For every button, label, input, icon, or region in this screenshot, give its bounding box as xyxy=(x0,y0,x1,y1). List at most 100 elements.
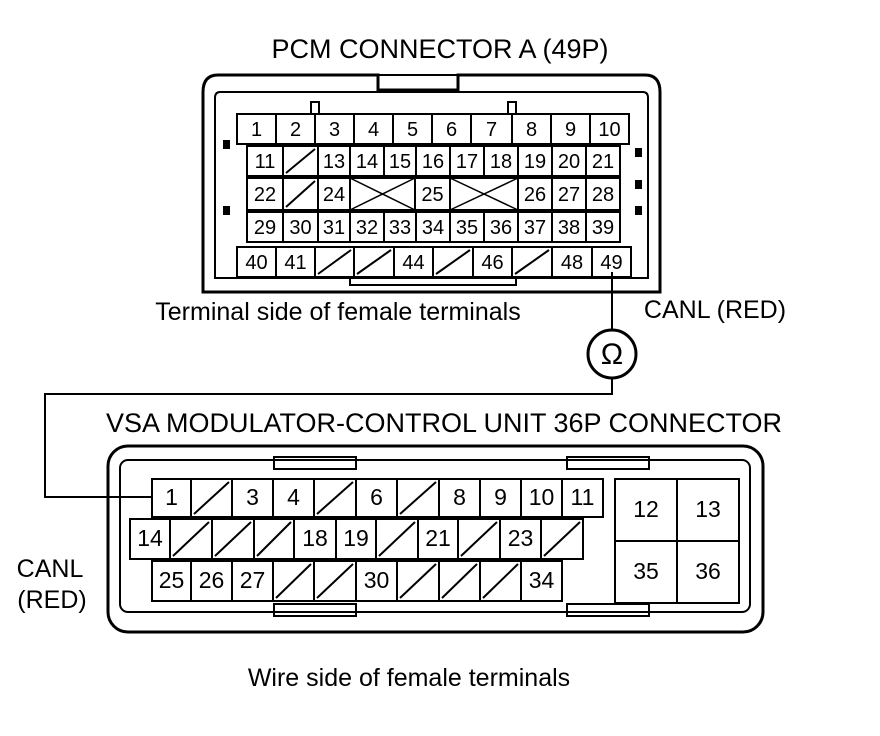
pcm-terminal-blank xyxy=(314,246,355,278)
pcm-terminal-30: 30 xyxy=(282,211,319,243)
svg-text:20: 20 xyxy=(558,151,580,173)
svg-text:31: 31 xyxy=(323,217,345,239)
vsa-terminal-14: 14 xyxy=(129,518,171,560)
svg-text:7: 7 xyxy=(486,119,497,141)
pcm-terminal-28: 28 xyxy=(585,177,621,211)
vsa-terminal-30: 30 xyxy=(355,560,398,602)
svg-text:3: 3 xyxy=(246,484,259,510)
svg-text:8: 8 xyxy=(453,484,466,510)
svg-text:35: 35 xyxy=(456,217,478,239)
vsa-terminal-25: 25 xyxy=(151,560,192,602)
pcm-locator-marks xyxy=(223,140,642,215)
svg-text:21: 21 xyxy=(425,525,451,551)
svg-text:29: 29 xyxy=(254,217,276,239)
vsa-terminal-12: 12 xyxy=(614,478,678,542)
pcm-terminal-10: 10 xyxy=(589,113,630,145)
pcm-terminal-38: 38 xyxy=(551,211,587,243)
svg-text:4: 4 xyxy=(368,119,379,141)
svg-text:11: 11 xyxy=(571,484,595,510)
pcm-terminal-18: 18 xyxy=(483,145,519,177)
pcm-terminal-31: 31 xyxy=(317,211,351,243)
svg-text:4: 4 xyxy=(287,484,300,510)
vsa-terminal-blank xyxy=(272,560,315,602)
pcm-terminal-20: 20 xyxy=(551,145,587,177)
pcm-terminal-11: 11 xyxy=(246,145,284,177)
pcm-terminal-blank xyxy=(353,246,395,278)
vsa-connector-housing xyxy=(106,444,765,634)
pcm-terminal-blank xyxy=(282,177,319,211)
pcm-terminal-1: 1 xyxy=(236,113,277,145)
pcm-terminal-25: 25 xyxy=(414,177,451,211)
svg-text:10: 10 xyxy=(529,484,555,510)
svg-text:27: 27 xyxy=(558,184,580,206)
svg-text:33: 33 xyxy=(389,217,411,239)
pcm-terminal-49: 49 xyxy=(591,246,632,278)
svg-text:24: 24 xyxy=(323,184,345,206)
svg-text:27: 27 xyxy=(240,567,266,593)
vsa-terminal-blank xyxy=(190,478,233,518)
vsa-terminal-13: 13 xyxy=(676,478,740,542)
svg-text:14: 14 xyxy=(356,151,378,173)
ohmmeter-icon: Ω xyxy=(586,328,638,380)
pcm-terminal-17: 17 xyxy=(449,145,485,177)
svg-text:1: 1 xyxy=(251,119,262,141)
pcm-terminal-blank xyxy=(449,177,519,211)
svg-text:3: 3 xyxy=(329,119,340,141)
vsa-terminal-6: 6 xyxy=(355,478,398,518)
canl-left-label: CANL xyxy=(17,555,84,583)
pcm-terminal-37: 37 xyxy=(517,211,553,243)
pcm-terminal-44: 44 xyxy=(393,246,434,278)
svg-text:8: 8 xyxy=(526,119,537,141)
vsa-terminal-19: 19 xyxy=(335,518,377,560)
pcm-terminal-15: 15 xyxy=(383,145,417,177)
vsa-terminal-36: 36 xyxy=(676,540,740,604)
svg-text:16: 16 xyxy=(422,151,444,173)
svg-text:34: 34 xyxy=(422,217,444,239)
pcm-terminal-3: 3 xyxy=(314,113,355,145)
vsa-terminal-8: 8 xyxy=(438,478,481,518)
vsa-terminal-blank xyxy=(313,560,357,602)
svg-text:9: 9 xyxy=(565,119,576,141)
svg-text:38: 38 xyxy=(558,217,580,239)
vsa-terminal-1: 1 xyxy=(151,478,192,518)
vsa-caption: Wire side of female terminals xyxy=(248,664,570,692)
vsa-terminal-18: 18 xyxy=(293,518,337,560)
vsa-terminal-34: 34 xyxy=(520,560,563,602)
pcm-terminal-34: 34 xyxy=(415,211,451,243)
vsa-terminal-3: 3 xyxy=(231,478,274,518)
svg-text:1: 1 xyxy=(165,484,178,510)
svg-text:21: 21 xyxy=(592,151,614,173)
pcm-terminal-40: 40 xyxy=(236,246,277,278)
svg-text:18: 18 xyxy=(490,151,512,173)
pcm-terminal-blank xyxy=(349,177,416,211)
pcm-terminal-19: 19 xyxy=(517,145,553,177)
vsa-terminal-blank xyxy=(375,518,419,560)
svg-text:12: 12 xyxy=(633,496,659,522)
vsa-terminal-blank xyxy=(479,560,522,602)
pcm-terminal-8: 8 xyxy=(511,113,552,145)
pcm-terminal-33: 33 xyxy=(383,211,417,243)
pcm-terminal-41: 41 xyxy=(275,246,316,278)
vsa-terminal-4: 4 xyxy=(272,478,315,518)
svg-text:26: 26 xyxy=(524,184,546,206)
pcm-terminal-4: 4 xyxy=(353,113,394,145)
pcm-terminal-21: 21 xyxy=(585,145,621,177)
vsa-terminal-blank xyxy=(396,560,440,602)
pcm-terminal-26: 26 xyxy=(517,177,553,211)
pcm-terminal-blank xyxy=(432,246,474,278)
vsa-terminal-blank xyxy=(396,478,440,518)
pcm-terminal-24: 24 xyxy=(317,177,351,211)
pcm-caption: Terminal side of female terminals xyxy=(155,298,520,326)
svg-text:6: 6 xyxy=(370,484,383,510)
svg-text:19: 19 xyxy=(524,151,546,173)
vsa-terminal-35: 35 xyxy=(614,540,678,604)
svg-text:23: 23 xyxy=(508,525,534,551)
canl-test-wire xyxy=(44,272,613,498)
vsa-terminal-blank xyxy=(169,518,213,560)
pcm-terminal-7: 7 xyxy=(470,113,513,145)
vsa-terminal-blank xyxy=(438,560,481,602)
svg-text:36: 36 xyxy=(490,217,512,239)
pcm-terminal-16: 16 xyxy=(415,145,451,177)
